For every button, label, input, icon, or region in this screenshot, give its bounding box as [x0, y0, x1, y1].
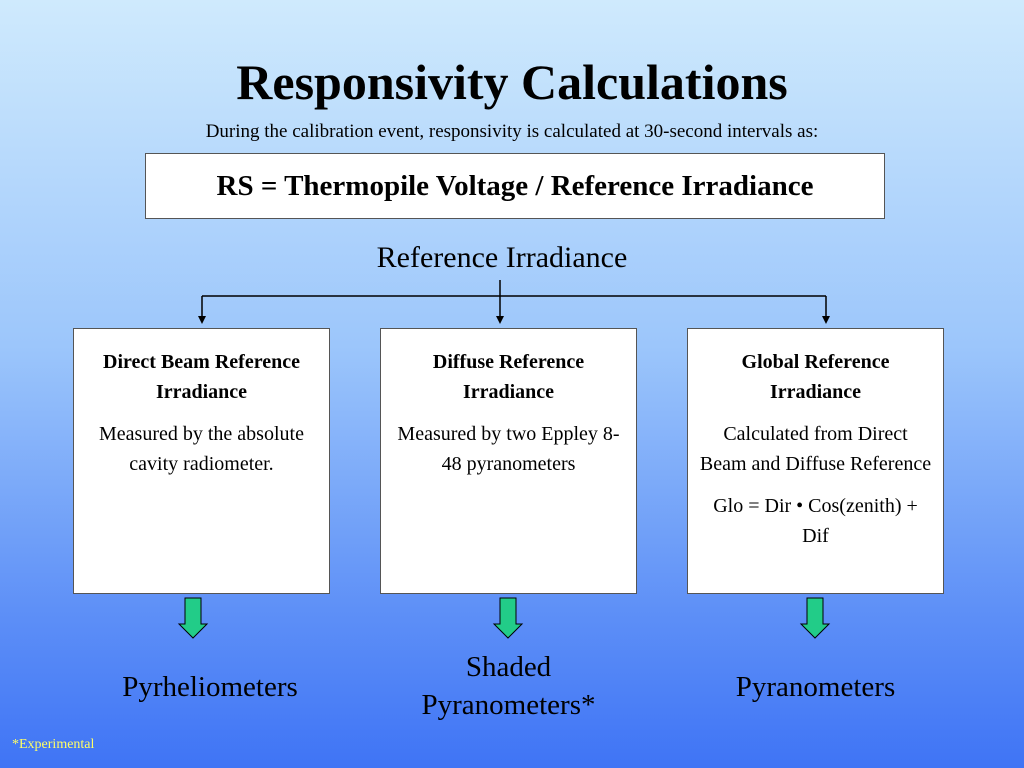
page-subtitle: During the calibration event, responsivi…	[205, 121, 819, 142]
instrument-pyrheliometers: Pyrheliometers	[122, 671, 298, 703]
down-arrow-icon	[799, 597, 831, 639]
reference-irradiance-label: Reference Irradiance	[376, 241, 628, 274]
diffuse-reference-box: Diffuse Reference Irradiance Measured by…	[380, 328, 637, 594]
footnote: *Experimental	[12, 737, 95, 752]
box-title: Global Reference Irradiance	[741, 351, 890, 403]
down-arrow-icon	[177, 597, 209, 639]
box-description: Measured by the absolute cavity radiomet…	[99, 423, 304, 475]
instrument-shaded-pyranometers: Shaded Pyranometers*	[421, 651, 596, 721]
box-formula: Glo = Dir • Cos(zenith) + Dif	[713, 495, 918, 547]
formula-box: RS = Thermopile Voltage / Reference Irra…	[145, 153, 885, 219]
box-title: Direct Beam Reference Irradiance	[103, 351, 300, 403]
page-title: Responsivity Calculations	[236, 54, 788, 110]
down-arrow-icon	[492, 597, 524, 639]
instrument-pyranometers: Pyranometers	[735, 671, 896, 703]
box-description: Measured by two Eppley 8-48 pyranometers	[397, 423, 620, 475]
box-title: Diffuse Reference Irradiance	[432, 351, 585, 403]
box-description: Calculated from Direct Beam and Diffuse …	[699, 423, 932, 475]
formula-text: RS = Thermopile Voltage / Reference Irra…	[216, 169, 814, 202]
global-reference-box: Global Reference Irradiance Calculated f…	[687, 328, 944, 594]
direct-beam-box: Direct Beam Reference Irradiance Measure…	[73, 328, 330, 594]
